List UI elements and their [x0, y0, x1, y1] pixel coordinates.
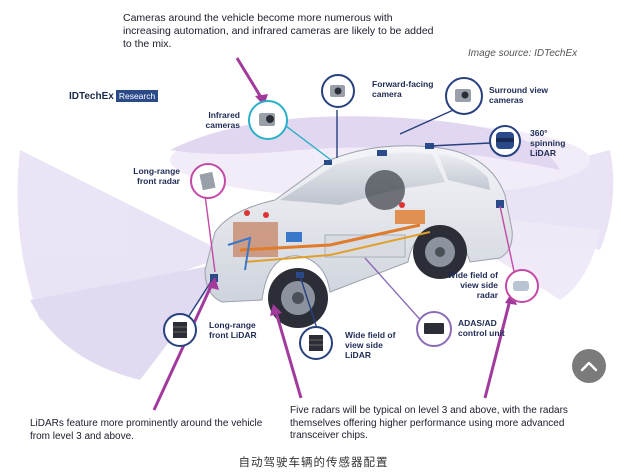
- long-range-front-radar-ring: [190, 163, 226, 199]
- caption-bottom-right: Five radars will be typical on level 3 a…: [290, 405, 568, 441]
- brand-logo: IDTechEx Research: [69, 89, 159, 103]
- long-range-front-lidar-ring: [163, 313, 197, 347]
- label-long-range-front-lidar: Long-range front LiDAR: [209, 320, 257, 340]
- label-forward-facing-camera: Forward-facing camera: [372, 79, 434, 99]
- label-long-range-front-radar: Long-range front radar: [133, 166, 180, 186]
- label-wide-fov-side-radar: Wide field of view side radar: [447, 270, 498, 300]
- label-surround-view-cameras: Surround view cameras: [489, 85, 549, 105]
- adas-control-unit-ring: [416, 311, 452, 347]
- figure-caption-chinese: 自动驾驶车辆的传感器配置: [238, 457, 389, 469]
- label-wide-fov-side-lidar: Wide field of view side LiDAR: [345, 330, 396, 360]
- label-infrared-cameras: Infrared cameras: [205, 110, 240, 130]
- spinning-lidar-ring: [489, 125, 521, 157]
- brand-name: IDTechEx: [69, 90, 114, 102]
- label-360-spinning-lidar: 360° spinning LiDAR: [530, 128, 566, 158]
- forward-facing-camera-ring: [321, 74, 355, 108]
- surround-view-camera-ring: [445, 77, 483, 115]
- brand-tag: Research: [115, 90, 159, 102]
- label-adas-control-unit: ADAS/AD control unit: [458, 318, 505, 338]
- wide-fov-side-radar-ring: [505, 269, 539, 303]
- caption-top: Cameras around the vehicle become more n…: [123, 12, 434, 50]
- annotation-arrows: [152, 57, 517, 411]
- vehicle-illustration: [204, 143, 513, 328]
- chevron-up-icon: [580, 361, 598, 372]
- scroll-to-top-button[interactable]: [572, 349, 606, 383]
- image-source: Image source: IDTechEx: [468, 48, 578, 59]
- wide-fov-side-lidar-ring: [299, 326, 333, 360]
- infrared-camera-ring: [248, 100, 288, 140]
- caption-bottom-left: LiDARs feature more prominently around t…: [30, 418, 263, 442]
